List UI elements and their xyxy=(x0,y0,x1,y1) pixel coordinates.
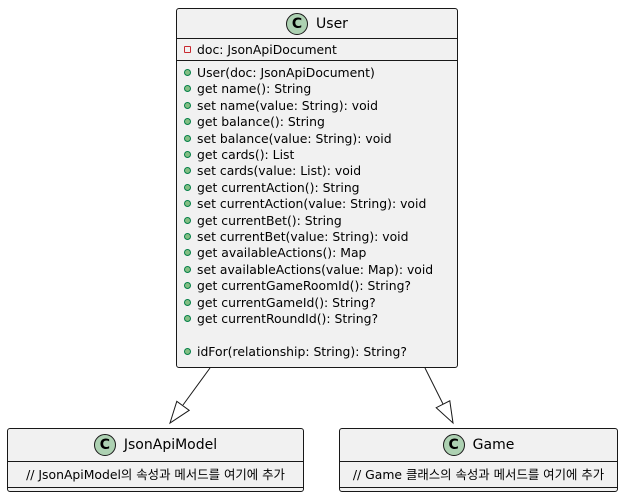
class-game-title: Game xyxy=(472,437,515,453)
class-game-header: C Game xyxy=(340,429,617,461)
public-visibility-icon xyxy=(184,151,191,159)
public-visibility-icon xyxy=(184,232,191,240)
class-stereotype-icon: C xyxy=(93,434,116,456)
class-user[interactable]: C User doc: JsonApiDocument User(doc: Js… xyxy=(176,8,458,368)
method-row: get availableActions(): Map xyxy=(177,245,457,261)
class-jsonapimodel-title: JsonApiModel xyxy=(123,437,218,453)
method-text: set currentAction(value: String): void xyxy=(197,196,427,212)
method-row: get balance(): String xyxy=(177,114,457,130)
method-text: get name(): String xyxy=(197,81,312,97)
class-jsonapimodel-body: // JsonApiModel의 속성과 메서드를 여기에 추가 xyxy=(8,461,303,485)
public-visibility-icon xyxy=(184,85,191,93)
method-row: get currentGameId(): String? xyxy=(177,294,457,310)
field-doc: doc: JsonApiDocument xyxy=(177,41,457,57)
field-doc-text: doc: JsonApiDocument xyxy=(197,41,337,57)
method-text: idFor(relationship: String): String? xyxy=(197,343,407,359)
method-text: get currentAction(): String xyxy=(197,179,360,195)
method-row: get currentRoundId(): String? xyxy=(177,310,457,326)
public-visibility-icon xyxy=(184,101,191,109)
class-game-note: // Game 클래스의 속성과 메서드를 여기에 추가 xyxy=(352,467,605,482)
private-visibility-icon xyxy=(184,45,191,53)
method-row: set balance(value: String): void xyxy=(177,130,457,146)
public-visibility-icon xyxy=(184,314,191,322)
method-row: set name(value: String): void xyxy=(177,97,457,113)
public-visibility-icon xyxy=(184,216,191,224)
method-row: get currentGameRoomId(): String? xyxy=(177,277,457,293)
method-text: set currentBet(value: String): void xyxy=(197,228,409,244)
public-visibility-icon xyxy=(184,69,191,77)
method-text: set name(value: String): void xyxy=(197,97,378,113)
method-text: get cards(): List xyxy=(197,147,295,163)
method-row: get name(): String xyxy=(177,81,457,97)
class-game-body: // Game 클래스의 속성과 메서드를 여기에 추가 xyxy=(340,461,617,485)
class-game[interactable]: C Game // Game 클래스의 속성과 메서드를 여기에 추가 xyxy=(339,428,618,492)
class-stereotype-icon: C xyxy=(286,12,309,35)
method-row: idFor(relationship: String): String? xyxy=(177,343,457,359)
method-spacer xyxy=(177,327,457,343)
method-text: User(doc: JsonApiDocument) xyxy=(197,65,375,81)
method-row: set availableActions(value: Map): void xyxy=(177,261,457,277)
method-row: get cards(): List xyxy=(177,146,457,162)
method-text: get balance(): String xyxy=(197,114,325,130)
public-visibility-icon xyxy=(184,298,191,306)
class-user-header: C User xyxy=(177,9,457,38)
inheritance-edge-user-jsonapimodel xyxy=(169,367,211,425)
class-game-empty-section xyxy=(340,487,617,488)
inheritance-edge-user-game xyxy=(424,367,454,425)
class-jsonapimodel[interactable]: C JsonApiModel // JsonApiModel의 속성과 메서드를… xyxy=(7,428,304,492)
method-text: set balance(value: String): void xyxy=(197,130,392,146)
public-visibility-icon xyxy=(184,167,191,175)
class-user-methods: User(doc: JsonApiDocument) get name(): S… xyxy=(177,60,457,362)
class-user-fields: doc: JsonApiDocument xyxy=(177,38,457,60)
public-visibility-icon xyxy=(184,347,191,355)
method-row: set currentBet(value: String): void xyxy=(177,228,457,244)
method-text: get currentGameRoomId(): String? xyxy=(197,278,412,294)
class-stereotype-icon: C xyxy=(442,434,465,456)
class-jsonapimodel-note: // JsonApiModel의 속성과 메서드를 여기에 추가 xyxy=(26,467,285,482)
public-visibility-icon xyxy=(184,249,191,257)
class-jsonapimodel-header: C JsonApiModel xyxy=(8,429,303,461)
method-row: set currentAction(value: String): void xyxy=(177,196,457,212)
public-visibility-icon xyxy=(184,265,191,273)
method-text: get currentBet(): String xyxy=(197,212,342,228)
method-row: User(doc: JsonApiDocument) xyxy=(177,64,457,80)
public-visibility-icon xyxy=(184,200,191,208)
method-text: get availableActions(): Map xyxy=(197,245,367,261)
public-visibility-icon xyxy=(184,183,191,191)
method-text: get currentRoundId(): String? xyxy=(197,310,379,326)
class-user-title: User xyxy=(316,15,348,32)
public-visibility-icon xyxy=(184,134,191,142)
public-visibility-icon xyxy=(184,118,191,126)
method-row: get currentAction(): String xyxy=(177,179,457,195)
method-text: set availableActions(value: Map): void xyxy=(197,261,434,277)
class-jsonapimodel-empty-section xyxy=(8,487,303,488)
method-row: get currentBet(): String xyxy=(177,212,457,228)
method-text: set cards(value: List): void xyxy=(197,163,362,179)
public-visibility-icon xyxy=(184,282,191,290)
method-row: set cards(value: List): void xyxy=(177,163,457,179)
method-text: get currentGameId(): String? xyxy=(197,294,376,310)
